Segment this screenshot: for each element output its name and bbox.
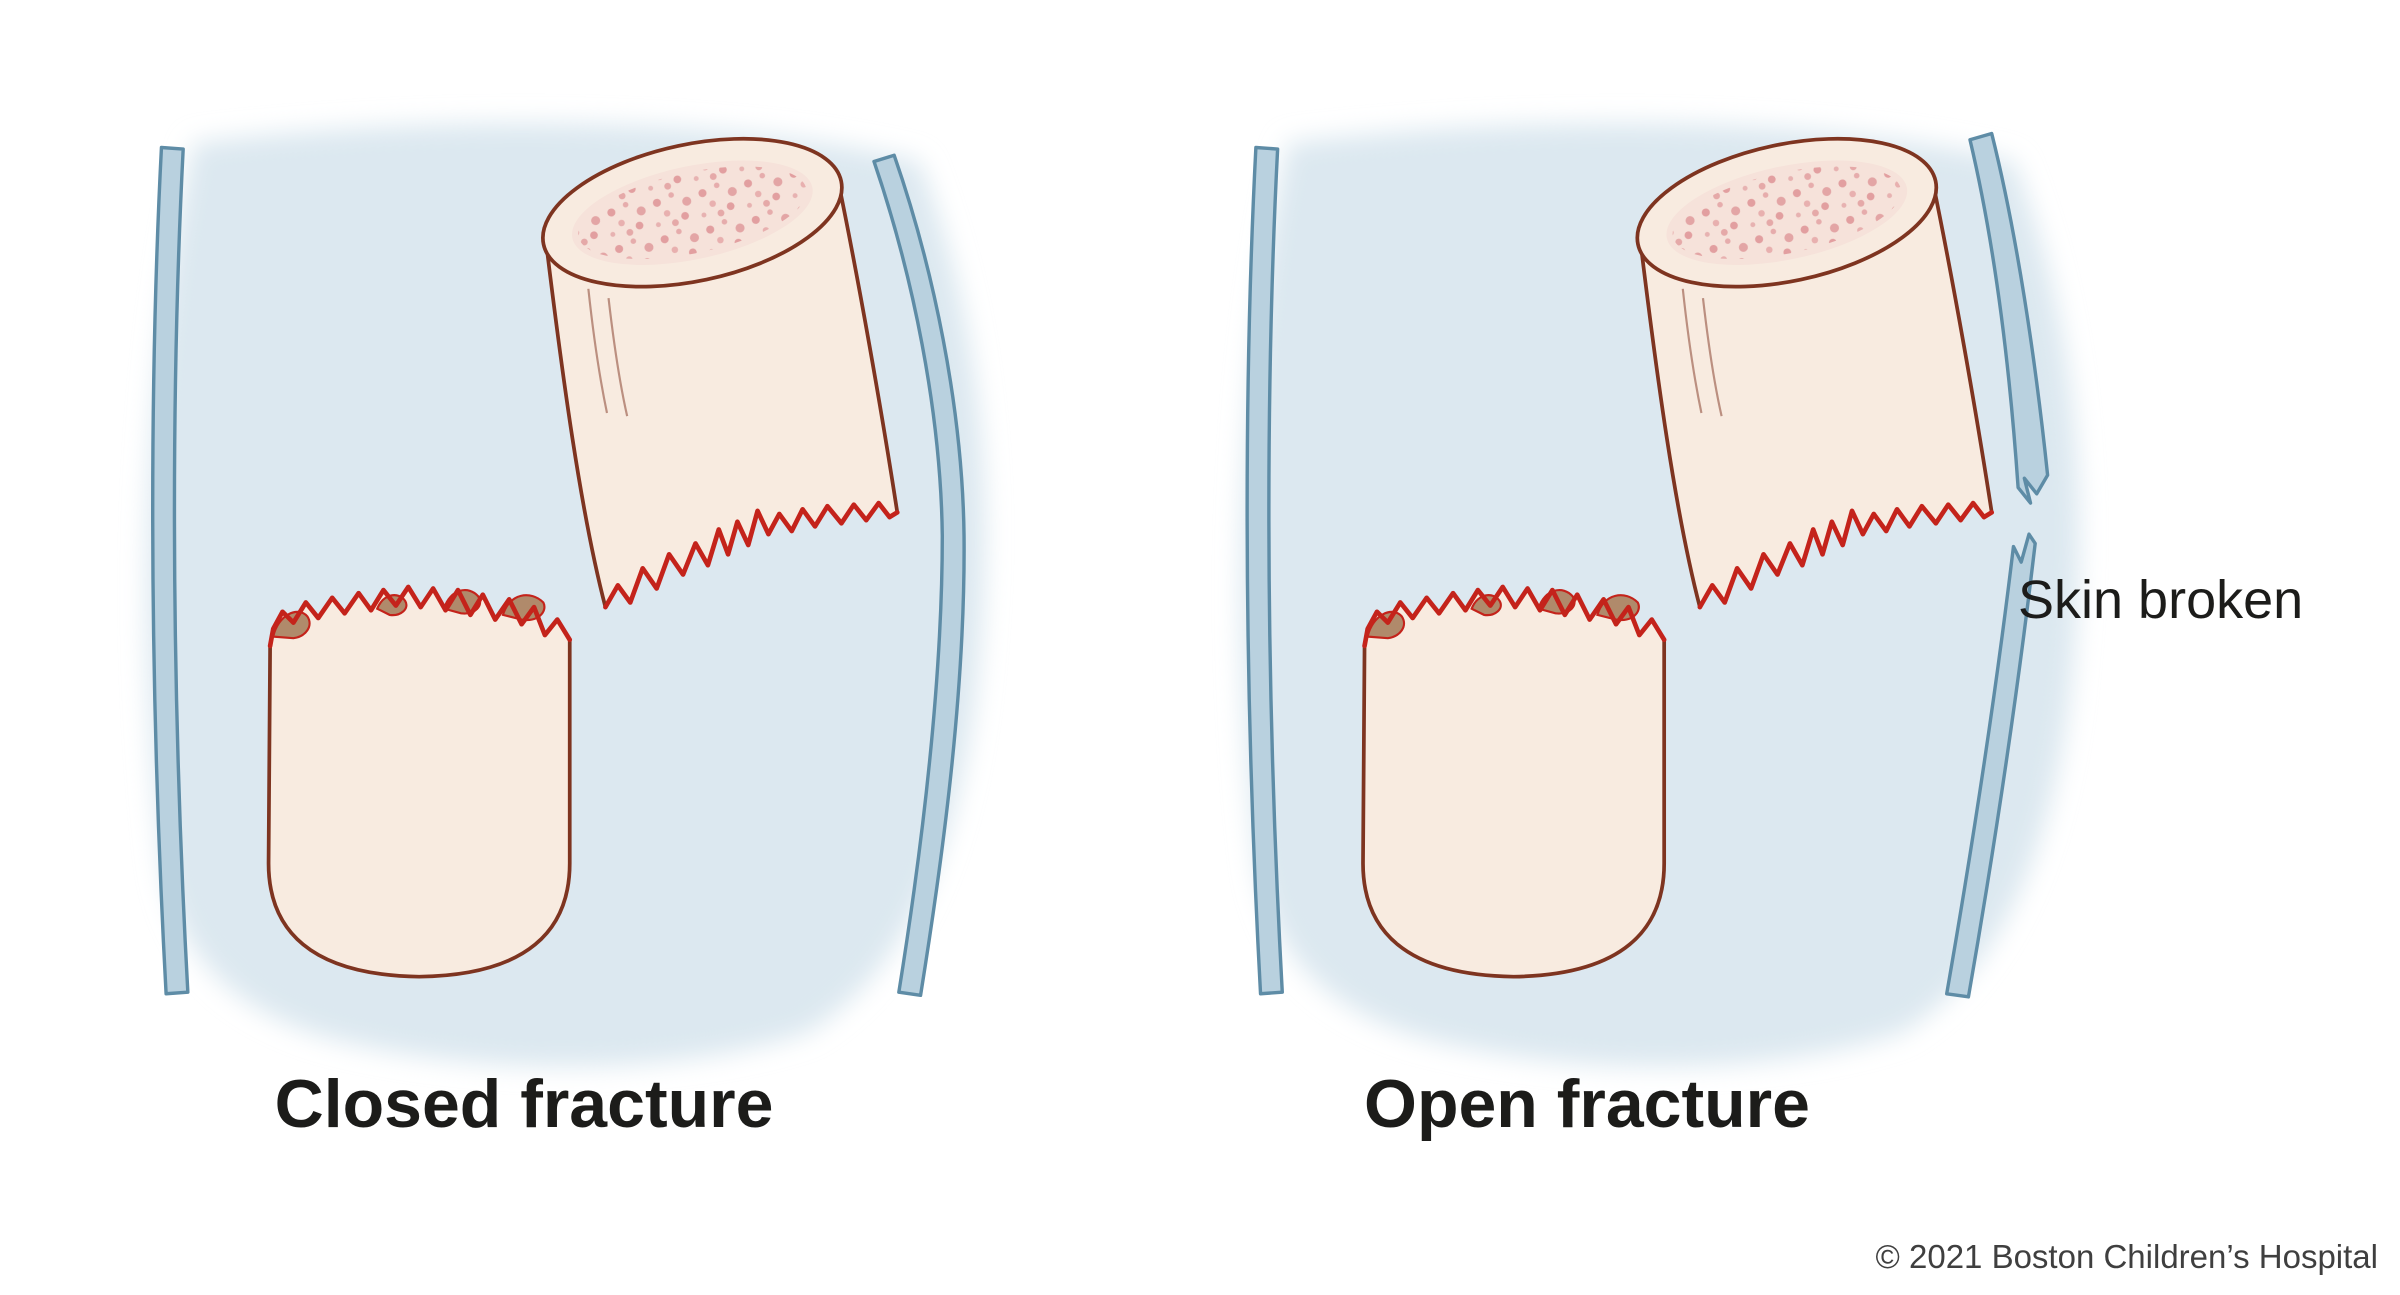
skin-line-right-upper-broken	[1968, 131, 2050, 505]
open-fracture-illustration	[1241, 114, 2079, 1066]
closed-fracture-illustration	[147, 114, 985, 1066]
bone-lower-fragment	[1363, 587, 1664, 977]
skin-line-right-lower-broken	[1944, 532, 2037, 999]
panel-label-open-fracture: Open fracture	[1364, 1066, 1810, 1142]
copyright-credit: © 2021 Boston Children’s Hospital	[1875, 1238, 2379, 1275]
panel-label-closed-fracture: Closed fracture	[274, 1066, 774, 1142]
annotation-skin-broken: Skin broken	[2018, 570, 2304, 630]
bone-lower-fragment	[269, 587, 570, 977]
